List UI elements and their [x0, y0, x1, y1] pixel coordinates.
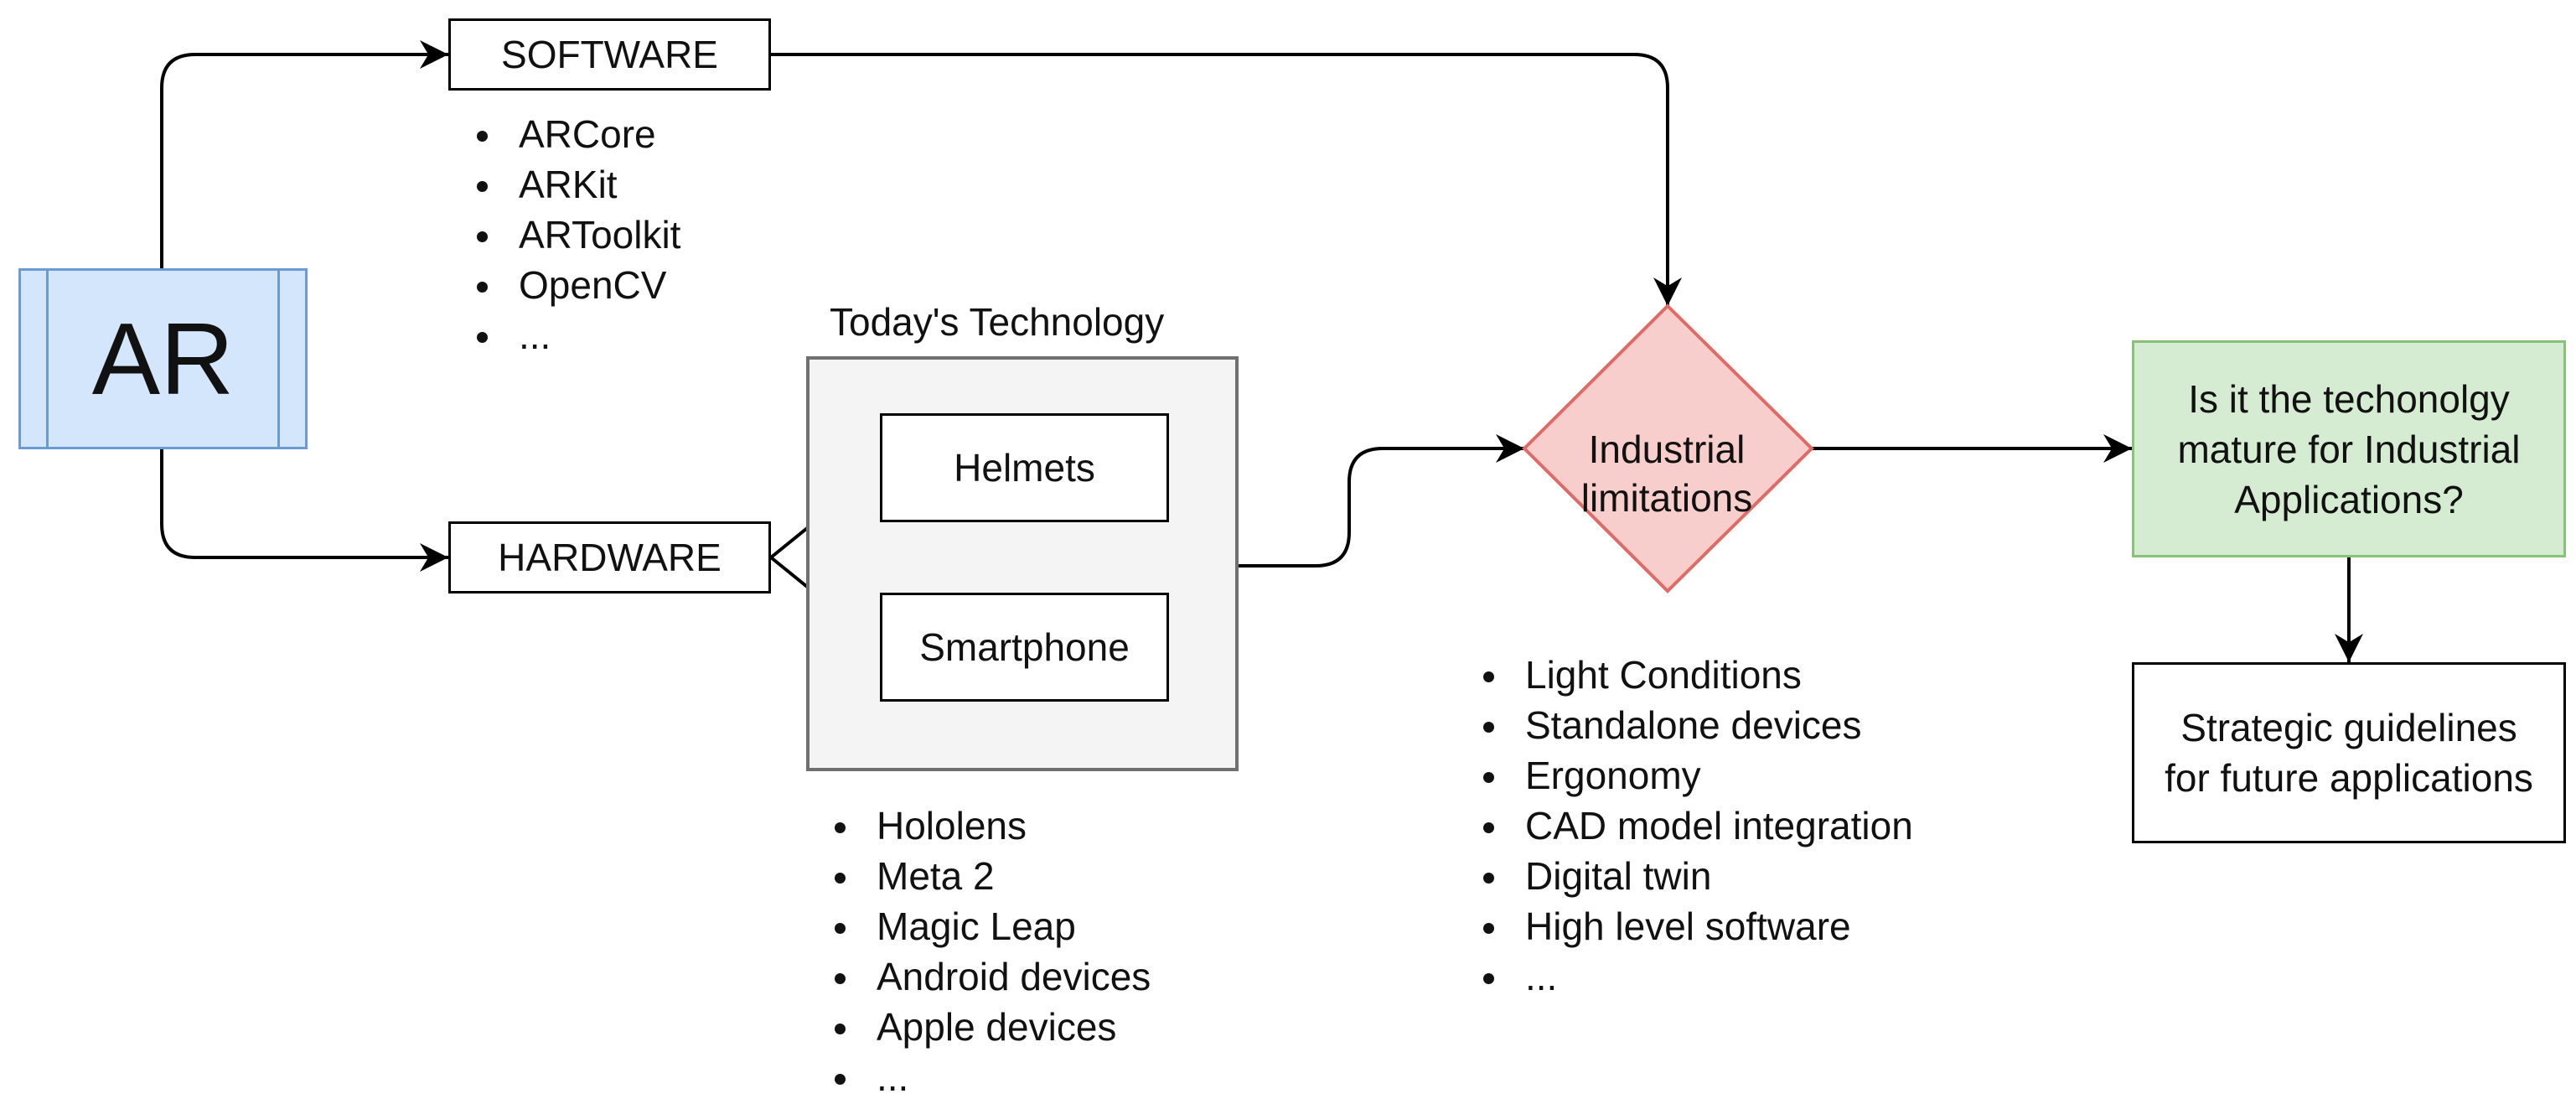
- question-line-2: mature for Industrial: [2177, 427, 2521, 471]
- strategy-line-1: Strategic guidelines: [2180, 706, 2517, 749]
- edge-ar-to-software: [160, 40, 448, 268]
- list-item: ARToolkit: [465, 210, 680, 260]
- ar-node: AR: [18, 268, 308, 449]
- limitations-list: Light Conditions Standalone devices Ergo…: [1472, 650, 1913, 1002]
- question-line-1: Is it the techonolgy: [2188, 376, 2510, 421]
- industrial-limitations-line-2: limitations: [1580, 476, 1753, 520]
- list-item: ...: [823, 1052, 1151, 1102]
- list-item: High level software: [1472, 901, 1913, 951]
- strategic-guidelines-node: Strategic guidelines for future applicat…: [2132, 662, 2566, 843]
- list-item: ARCore: [465, 109, 680, 159]
- question-line-3: Applications?: [2234, 477, 2464, 521]
- list-item: Hololens: [823, 801, 1151, 851]
- ar-node-left-bar: [46, 271, 49, 447]
- list-item: ...: [1472, 951, 1913, 1002]
- list-item: OpenCV: [465, 260, 680, 310]
- helmets-label: Helmets: [954, 446, 1095, 490]
- list-item: Android devices: [823, 951, 1151, 1002]
- list-item: CAD model integration: [1472, 801, 1913, 851]
- list-item: Standalone devices: [1472, 700, 1913, 750]
- list-item: Magic Leap: [823, 901, 1151, 951]
- list-item: Ergonomy: [1472, 750, 1913, 801]
- hardware-node: HARDWARE: [448, 521, 771, 593]
- industrial-limitations-label: Industrial limitations: [1524, 386, 1809, 562]
- industrial-limitations-line-1: Industrial: [1588, 428, 1746, 471]
- list-item: Meta 2: [823, 851, 1151, 901]
- list-item: ARKit: [465, 159, 680, 210]
- helmets-node: Helmets: [880, 413, 1169, 522]
- software-node: SOFTWARE: [448, 18, 771, 91]
- list-item: Light Conditions: [1472, 650, 1913, 700]
- smartphone-label: Smartphone: [919, 625, 1130, 669]
- hardware-label: HARDWARE: [498, 536, 722, 579]
- ar-node-label: AR: [91, 302, 235, 416]
- list-item: ...: [465, 310, 680, 360]
- list-item: Digital twin: [1472, 851, 1913, 901]
- hardware-list: Hololens Meta 2 Magic Leap Android devic…: [823, 801, 1151, 1102]
- technology-group-title: Today's Technology: [830, 300, 1165, 344]
- ar-node-right-bar: [277, 271, 280, 447]
- smartphone-node: Smartphone: [880, 593, 1169, 702]
- list-item: Apple devices: [823, 1002, 1151, 1052]
- software-label: SOFTWARE: [501, 33, 718, 76]
- edge-technology-to-limitations: [1239, 434, 1524, 568]
- strategy-line-2: for future applications: [2165, 756, 2533, 800]
- edge-software-to-limitations: [771, 53, 1682, 306]
- edge-ar-to-hardware: [160, 449, 448, 572]
- software-list: ARCore ARKit ARToolkit OpenCV ...: [465, 109, 680, 360]
- maturity-question-node: Is it the techonolgy mature for Industri…: [2132, 340, 2566, 557]
- industrial-limitations-diamond: [1522, 303, 1814, 593]
